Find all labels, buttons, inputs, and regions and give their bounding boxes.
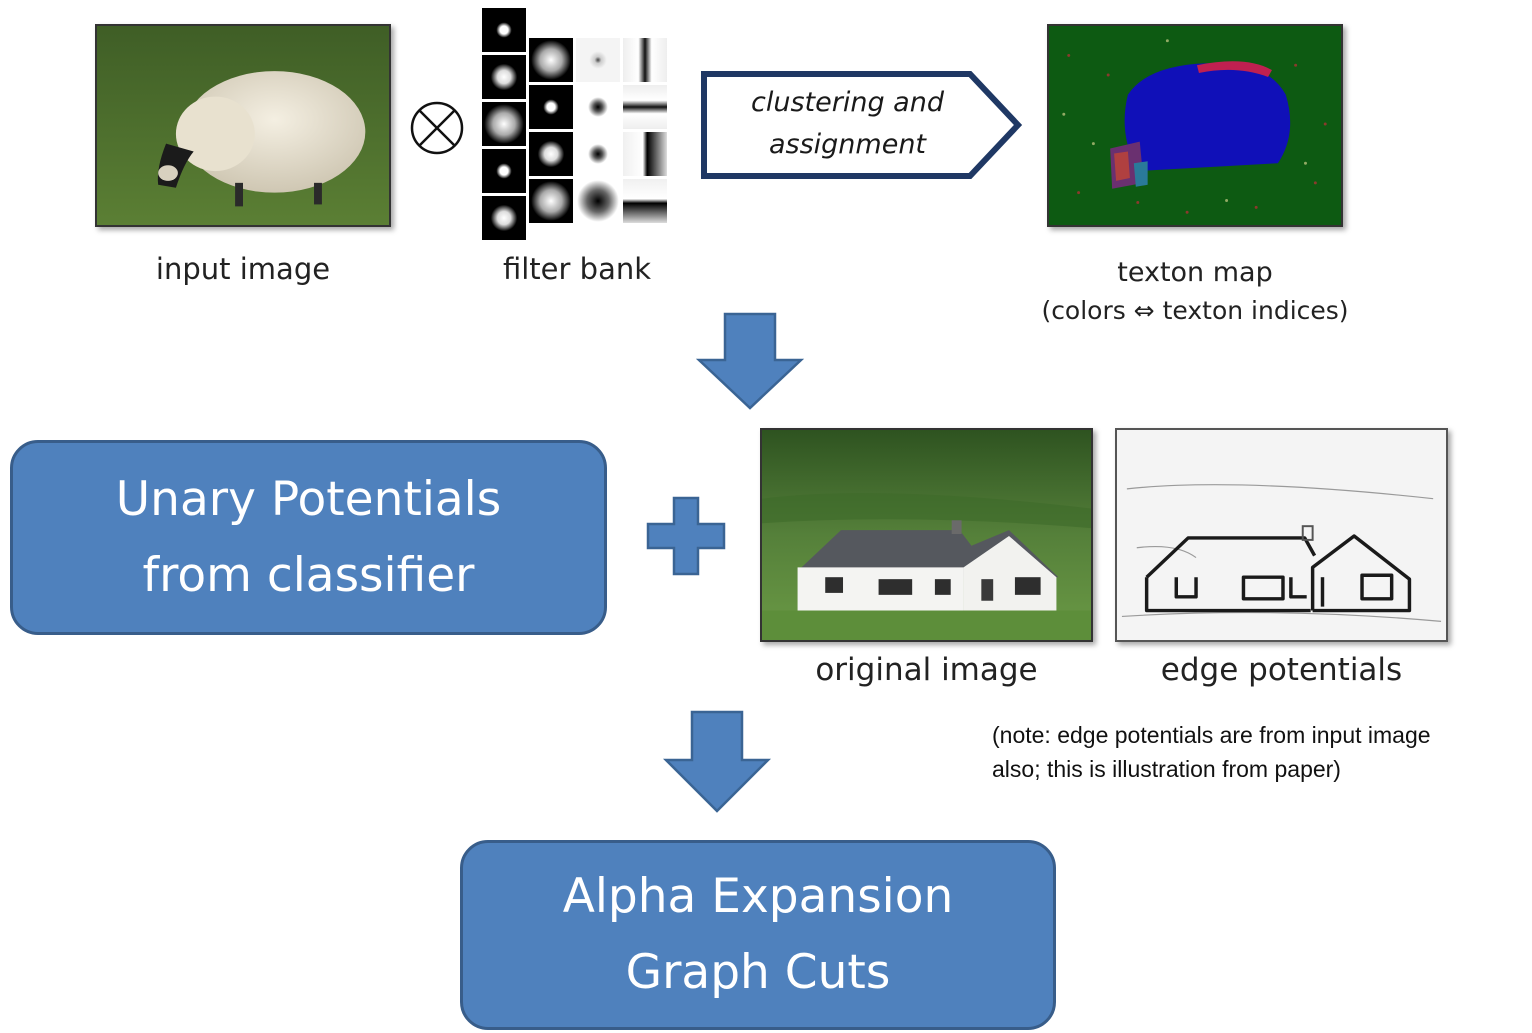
- texton-caption-line2: (colors ⇔ texton indices): [1041, 296, 1349, 325]
- note-line1: (note: edge potentials are from input im…: [992, 722, 1431, 748]
- graph-cuts-line1: Alpha Expansion: [562, 869, 954, 924]
- plus-icon: [646, 496, 726, 576]
- graph-cuts-box: Alpha Expansion Graph Cuts: [460, 840, 1056, 1030]
- filter-bank-caption: filter bank: [502, 252, 652, 286]
- process-label-line1: clustering and: [751, 87, 944, 118]
- texton-map-image: [1047, 24, 1343, 227]
- texton-map-caption: texton map (colors ⇔ texton indices): [1010, 254, 1380, 330]
- process-label-line2: assignment: [768, 129, 927, 160]
- filter-bank: [482, 8, 672, 244]
- note-line2: also; this is illustration from paper): [992, 756, 1341, 782]
- input-image-caption: input image: [155, 252, 331, 286]
- original-image-caption: original image: [815, 652, 1038, 688]
- unary-line1: Unary Potentials: [115, 471, 502, 527]
- input-image: [95, 24, 391, 227]
- edge-note: (note: edge potentials are from input im…: [992, 718, 1532, 786]
- graph-cuts-line2: Graph Cuts: [625, 945, 891, 1000]
- edge-potentials-image: [1115, 428, 1448, 642]
- texton-caption-line1: texton map: [1117, 257, 1273, 288]
- pentagon-arrow-icon: [700, 70, 1025, 180]
- edge-potentials-caption: edge potentials: [1160, 652, 1403, 688]
- down-arrow-icon: [662, 710, 772, 815]
- original-image: [760, 428, 1093, 642]
- unary-potentials-box: Unary Potentials from classifier: [10, 440, 607, 635]
- unary-line2: from classifier: [142, 547, 475, 603]
- down-arrow-icon: [695, 312, 805, 412]
- convolution-icon: [407, 98, 467, 158]
- process-label: clustering and assignment: [710, 82, 985, 166]
